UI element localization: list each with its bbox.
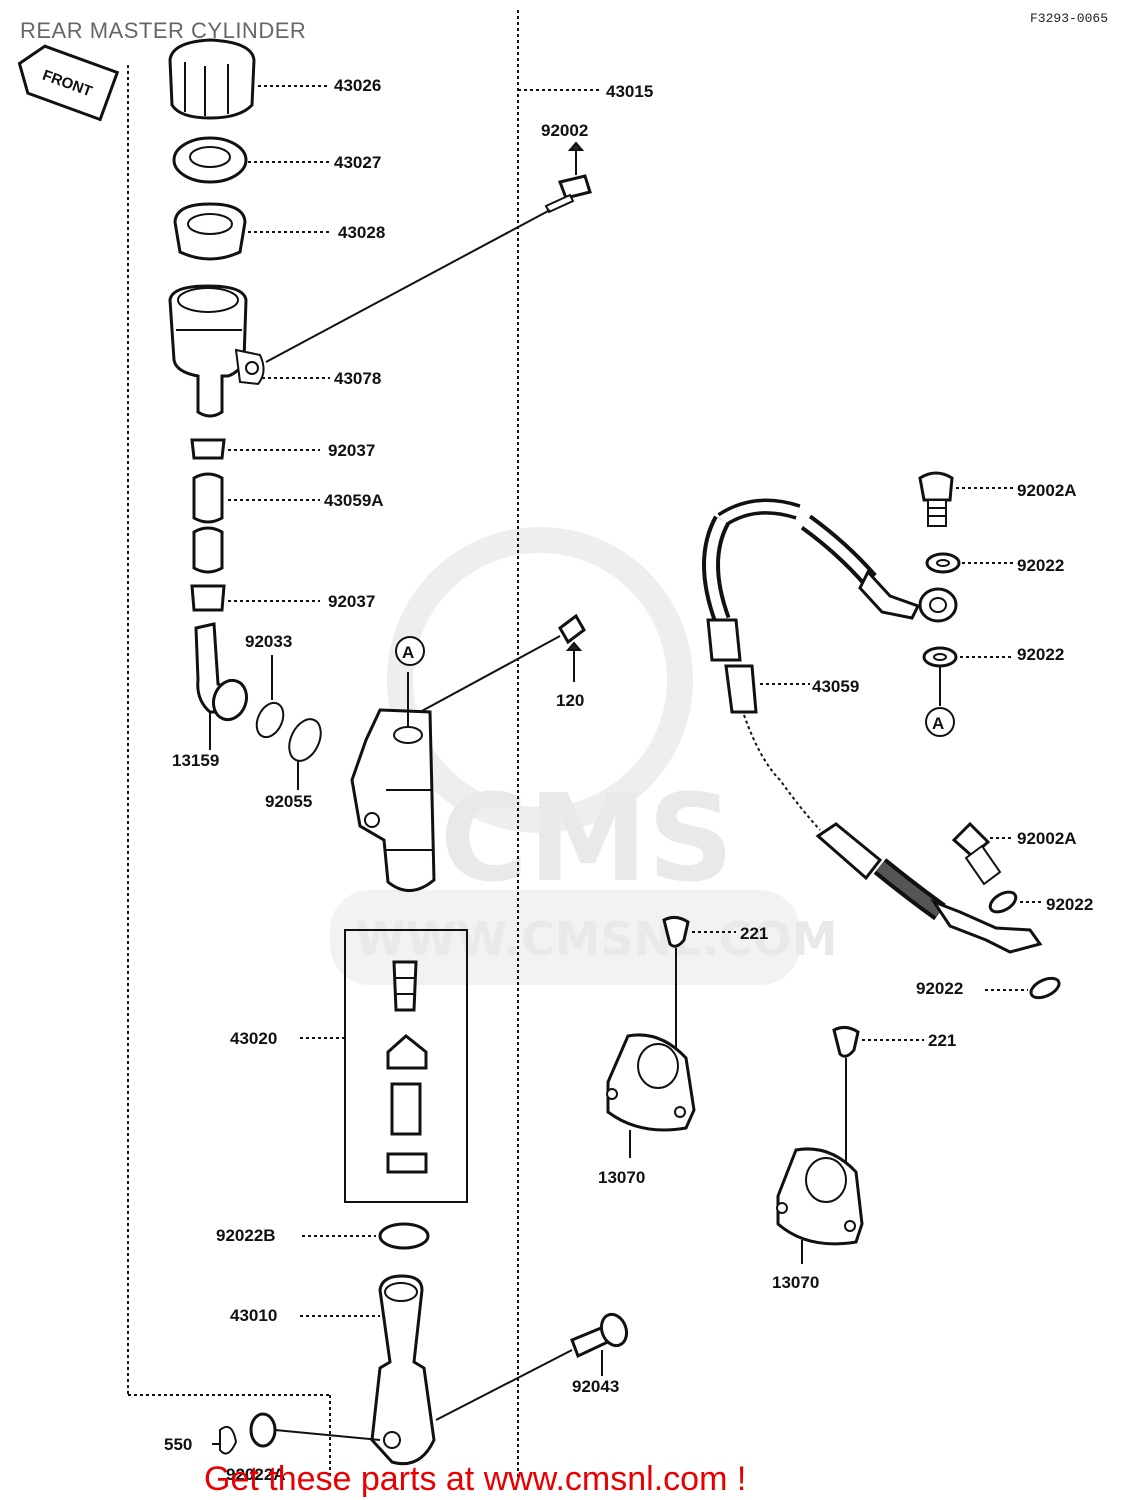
label-221-b: 221 — [928, 1031, 956, 1050]
label-43026: 43026 — [334, 76, 381, 95]
reservoir-43078 — [168, 284, 330, 418]
label-92002: 92002 — [541, 121, 588, 140]
label-92002A-lower: 92002A — [1017, 829, 1077, 848]
label-92022-c: 92022 — [1046, 895, 1093, 914]
svg-text:A: A — [402, 643, 414, 662]
washer-92022-a — [925, 552, 1014, 574]
washer-92022-d — [985, 976, 1061, 1000]
label-43027: 43027 — [334, 153, 381, 172]
cotter-pin-550 — [212, 1426, 238, 1455]
watermark-url: WWW.CMSNL.COM — [355, 912, 838, 966]
piston-kit-43020 — [300, 929, 468, 1203]
svg-text:A: A — [932, 714, 944, 733]
label-550: 550 — [164, 1435, 192, 1454]
pin-92043 — [435, 1312, 629, 1421]
banjo-bolt-92002A-top — [918, 471, 1014, 527]
label-13159: 13159 — [172, 751, 219, 770]
label-43059: 43059 — [812, 677, 859, 696]
clamp-92037-bottom — [190, 584, 320, 612]
diagram-title: REAR MASTER CYLINDER — [20, 18, 306, 43]
label-92037-bottom: 92037 — [328, 592, 375, 611]
label-43028: 43028 — [338, 223, 385, 242]
label-92022A: 92022A — [226, 1465, 286, 1484]
hose-43059A — [192, 472, 320, 574]
label-92022-b: 92022 — [1017, 645, 1064, 664]
front-arrow-icon: FRONT — [17, 44, 120, 122]
part-labels: 43026 43015 92002 43027 43028 43078 9203… — [164, 76, 1093, 1484]
label-92022-a: 92022 — [1017, 556, 1064, 575]
watermark-logo: CMS — [440, 770, 734, 909]
label-92055: 92055 — [265, 792, 312, 811]
brake-hose-43059 — [702, 498, 1043, 954]
advertisement-link[interactable]: Get these parts at www.cmsnl.com ! — [204, 1460, 746, 1498]
callout-a-left: A — [395, 636, 425, 666]
washer-92022-b — [922, 646, 1014, 706]
diagram-code: F3293-0065 — [1030, 11, 1108, 26]
label-92037-top: 92037 — [328, 441, 375, 460]
label-43020: 43020 — [230, 1029, 277, 1048]
watermark: CMS WWW.CMSNL.COM — [330, 527, 838, 985]
label-92002A-top: 92002A — [1017, 481, 1077, 500]
label-92022-d: 92022 — [916, 979, 963, 998]
washer-92022-c — [988, 890, 1042, 914]
bolt-92002 — [265, 141, 592, 363]
label-120: 120 — [556, 691, 584, 710]
washer-92022A — [249, 1412, 381, 1448]
callout-a-right: A — [925, 707, 955, 737]
clamp-92037-top — [190, 438, 320, 460]
label-92033: 92033 — [245, 632, 292, 651]
label-92043: 92043 — [572, 1377, 619, 1396]
bolt-120 — [419, 613, 586, 713]
banjo-bolt-92002A-lower — [951, 821, 1014, 886]
label-43010: 43010 — [230, 1306, 277, 1325]
push-rod-43010 — [300, 1274, 436, 1466]
diaphragm-43028 — [173, 202, 330, 261]
diaphragm-plate-43027 — [172, 136, 330, 184]
hose-clamp-13070-a — [606, 1033, 696, 1158]
label-43078: 43078 — [334, 369, 381, 388]
label-221-a: 221 — [740, 924, 768, 943]
label-13070-a: 13070 — [598, 1168, 645, 1187]
label-92022B: 92022B — [216, 1226, 276, 1245]
master-cylinder-body — [350, 672, 436, 892]
circlip-92022B — [302, 1222, 430, 1250]
reservoir-cap-43026 — [168, 38, 330, 120]
label-43059A: 43059A — [324, 491, 384, 510]
connector-13159 — [194, 622, 322, 790]
hose-clamp-13070-b — [776, 1147, 864, 1264]
label-13070-b: 13070 — [772, 1273, 819, 1292]
label-43015: 43015 — [606, 82, 653, 101]
